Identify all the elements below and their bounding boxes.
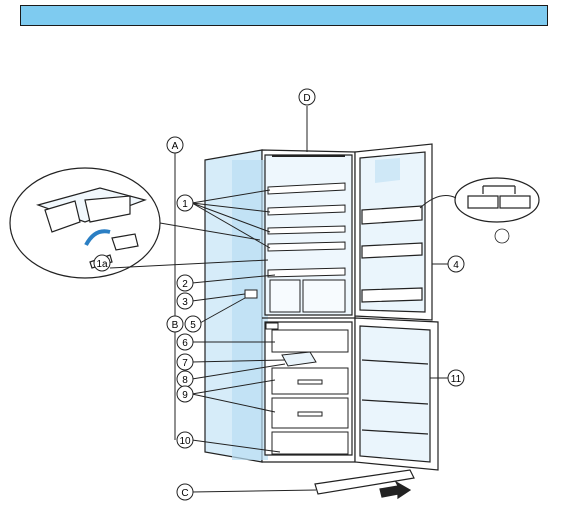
lower-door xyxy=(355,318,438,470)
callout-label-b: B xyxy=(172,320,179,331)
callout-label-5: 5 xyxy=(190,320,196,331)
freezer-drawers xyxy=(266,323,348,454)
upper-door xyxy=(355,144,432,320)
base-plinth xyxy=(315,470,414,498)
callout-label-8: 8 xyxy=(182,375,188,386)
callout-label-a: A xyxy=(172,141,179,152)
bins-inset xyxy=(420,178,539,243)
callout-label-1: 1 xyxy=(182,199,188,210)
callout-label-7: 7 xyxy=(182,358,188,369)
callout-label-4: 4 xyxy=(453,260,459,271)
callout-label-11: 11 xyxy=(451,374,462,385)
callout-label-d: D xyxy=(303,93,310,104)
callout-label-1a: 1a xyxy=(96,259,108,270)
callout-label-9: 9 xyxy=(182,390,188,401)
callout-label-3: 3 xyxy=(182,297,188,308)
callout-label-10: 10 xyxy=(179,436,191,447)
callout-label-2: 2 xyxy=(182,279,188,290)
callout-label-c: C xyxy=(181,488,188,499)
callout-label-6: 6 xyxy=(182,338,188,349)
